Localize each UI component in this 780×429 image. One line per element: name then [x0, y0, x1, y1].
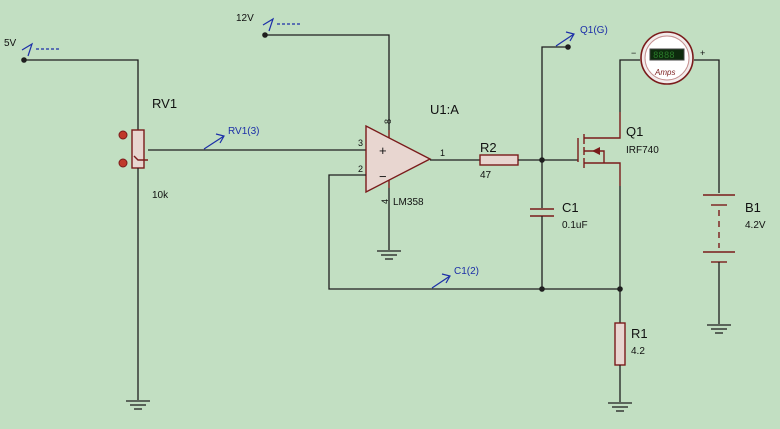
q1-ref: Q1 [626, 124, 643, 139]
five-volt-label: 5V [4, 38, 17, 49]
c1-value: 0.1uF [562, 220, 588, 231]
opamp-pin-1: 1 [440, 148, 445, 158]
r1-ref: R1 [631, 326, 648, 341]
mosfet-q1[interactable]: Q1 IRF740 [577, 112, 659, 186]
ammeter-display: 8888 [653, 51, 675, 61]
twelve-volt-terminal[interactable]: 12V [236, 13, 300, 38]
battery-b1[interactable]: B1 4.2V [703, 194, 766, 263]
ammeter-plus: + [700, 48, 705, 58]
opamp-minus: − [379, 169, 387, 184]
ground-opamp-icon [377, 250, 401, 260]
opamp-pin-3: 3 [358, 138, 363, 148]
opamp-pin-2: 2 [358, 164, 363, 174]
probe-q1-g-label: Q1(G) [580, 25, 608, 36]
wire-5v [24, 59, 139, 130]
wire-drain [619, 59, 640, 112]
ammeter[interactable]: 8888 Amps − + [631, 31, 705, 85]
rv1-ref: RV1 [152, 96, 177, 111]
opamp-part: LM358 [393, 197, 424, 208]
q1-part: IRF740 [626, 145, 659, 156]
r1-value: 4.2 [631, 346, 645, 357]
resistor-r1[interactable]: R1 4.2 [614, 322, 648, 366]
probe-rv1-3[interactable]: RV1(3) [203, 126, 260, 150]
ground-battery-icon [707, 324, 731, 334]
resistor-r2[interactable]: R2 47 [479, 140, 519, 181]
opamp-u1a[interactable]: U1:A LM358 + − 3 2 1 8 4 [358, 102, 459, 208]
b1-ref: B1 [745, 200, 761, 215]
opamp-ref: U1:A [430, 102, 459, 117]
opamp-pin-4: 4 [380, 199, 390, 204]
five-volt-terminal[interactable]: 5V [4, 38, 60, 63]
ammeter-minus: − [631, 48, 636, 58]
opamp-pin-8: 8 [383, 119, 393, 124]
wire-meter-battery [694, 59, 720, 193]
rv1-value: 10k [152, 190, 169, 201]
opamp-plus: + [379, 143, 387, 158]
probe-c1-2[interactable]: C1(2) [431, 266, 479, 289]
wire-12v [265, 34, 390, 130]
ammeter-label: Amps [654, 68, 675, 77]
ground-rv1-icon [126, 400, 150, 410]
capacitor-c1[interactable]: C1 0.1uF [530, 200, 588, 231]
probe-c1-2-label: C1(2) [454, 266, 479, 277]
wire-feedback [328, 174, 620, 290]
r2-ref: R2 [480, 140, 497, 155]
ground-r1-icon [608, 402, 632, 412]
b1-value: 4.2V [745, 220, 766, 231]
c1-ref: C1 [562, 200, 579, 215]
r2-value: 47 [480, 170, 492, 181]
twelve-volt-label: 12V [236, 13, 254, 24]
rv1-potentiometer[interactable]: RV1 10k [118, 96, 177, 201]
probe-rv1-3-label: RV1(3) [228, 126, 260, 137]
probe-q1-g[interactable]: Q1(G) [555, 25, 608, 50]
wire-q1g-probe [541, 46, 568, 160]
